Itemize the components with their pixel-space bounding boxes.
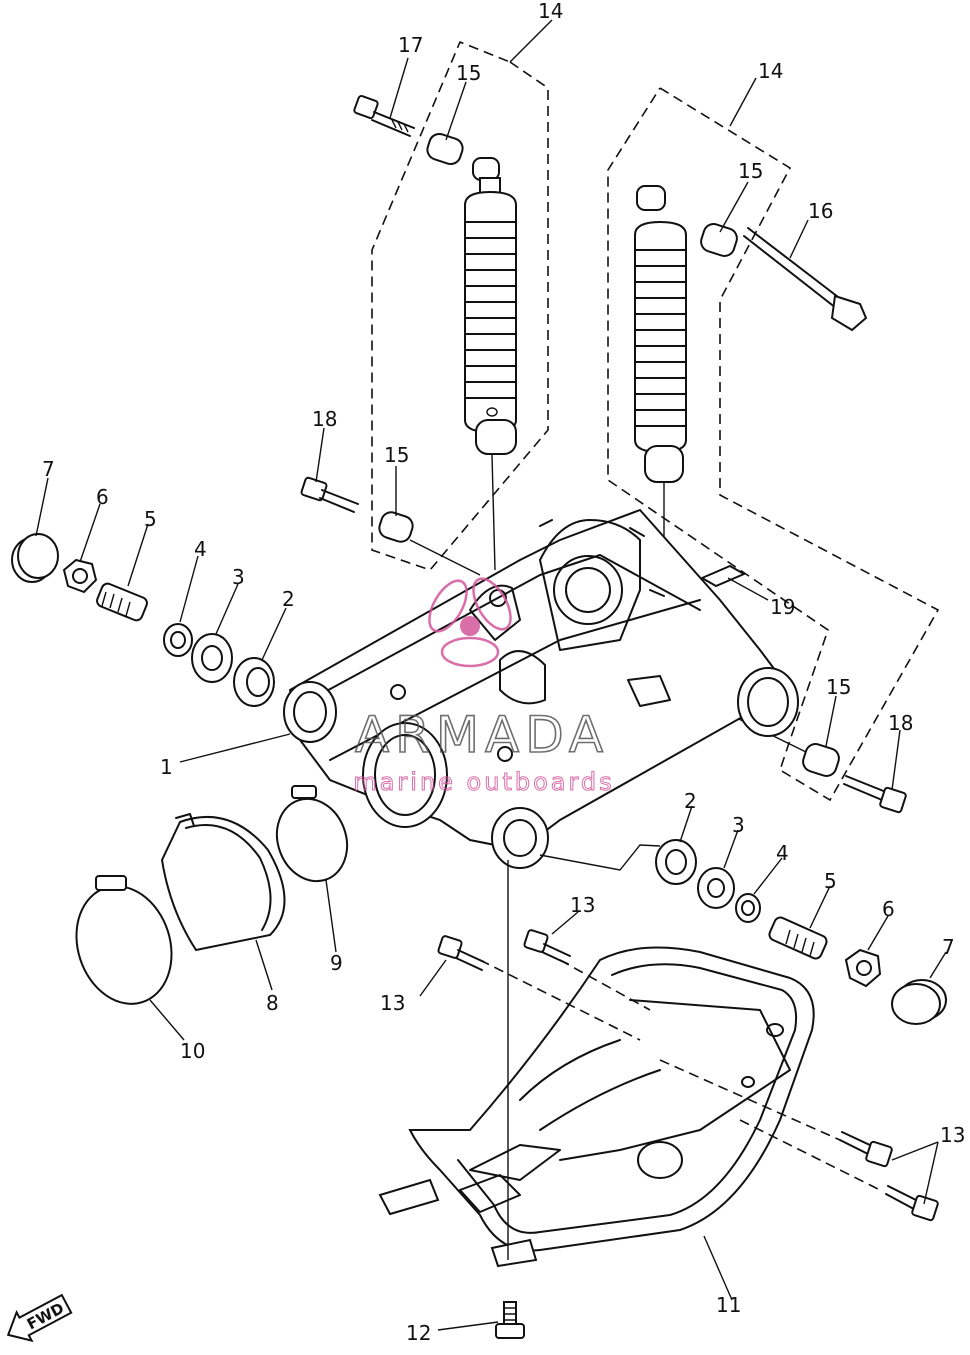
callout-5-right: 5 (824, 869, 837, 893)
bolt-18-right (843, 775, 907, 814)
callout-5-left: 5 (144, 507, 157, 531)
callout-6-left: 6 (96, 485, 109, 509)
label-19 (699, 564, 747, 588)
callout-9: 9 (330, 951, 343, 975)
alignment-lines (479, 860, 881, 1260)
rubber-boot-8 (160, 813, 286, 952)
bolt-12 (495, 1301, 525, 1339)
watermark-brand: ARMADA (355, 706, 609, 764)
callout-11: 11 (716, 1293, 741, 1317)
swingarm-1 (283, 508, 799, 869)
armada-watermark-logo: ARMADA marine outboards (353, 577, 614, 797)
callout-12: 12 (406, 1321, 431, 1345)
washer-4-left (163, 623, 193, 657)
bushing-15-mid-left (378, 511, 481, 576)
bolt-18-left (300, 476, 359, 513)
clamp-10 (75, 875, 173, 1005)
seal-3-right (697, 867, 735, 909)
fwd-direction-arrow: FWD (6, 1293, 73, 1343)
callout-2-left: 2 (282, 587, 295, 611)
callout-19: 19 (770, 595, 795, 619)
callout-4-right: 4 (776, 841, 789, 865)
shock-assembly-left-group-outline (371, 40, 549, 571)
bushing-15-top-left (426, 132, 464, 166)
clamp-9 (275, 785, 349, 883)
bolt-13-upper-left (437, 935, 485, 971)
callout-7-left: 7 (42, 457, 55, 481)
callout-17: 17 (398, 33, 423, 57)
callout-13-left: 13 (380, 991, 405, 1015)
bolt-13-upper-mid (523, 929, 571, 965)
callout-16: 16 (808, 199, 833, 223)
bearing-2-right (539, 839, 697, 885)
callout-2-right: 2 (684, 789, 697, 813)
nut-6-left (62, 558, 98, 594)
bolt-17 (353, 94, 415, 137)
callout-7-right: 7 (942, 935, 955, 959)
nut-6-right (844, 948, 882, 988)
callout-15-top-left: 15 (456, 61, 481, 85)
callout-14-left: 14 (538, 0, 563, 23)
callout-8: 8 (266, 991, 279, 1015)
shock-assembly-right-group-outline (607, 87, 940, 802)
bolt-13-right-upper (839, 1131, 893, 1168)
shock-absorber-left (464, 157, 517, 571)
callout-14-right: 14 (758, 59, 783, 83)
callout-18-right: 18 (888, 711, 913, 735)
seal-3-left (191, 633, 233, 683)
callout-6-right: 6 (882, 897, 895, 921)
bolt-16 (743, 227, 868, 332)
bushing-15-top-right (700, 223, 738, 257)
callout-13-top: 13 (570, 893, 595, 917)
cap-7-right (891, 979, 947, 1025)
pivot-shaft-5-left (96, 582, 148, 622)
callout-numbers: 14 14 17 15 15 16 18 15 7 6 5 4 3 2 19 1… (42, 0, 965, 1345)
callout-10: 10 (180, 1039, 205, 1063)
callout-3-right: 3 (732, 813, 745, 837)
bearing-2-left (233, 657, 275, 707)
cap-7-left (11, 533, 59, 583)
callout-15-right: 15 (826, 675, 851, 699)
callout-15-top-right: 15 (738, 159, 763, 183)
pivot-shaft-5-right (768, 916, 828, 960)
propeller-logo-icon (428, 577, 512, 668)
callout-15-mid-left: 15 (384, 443, 409, 467)
callout-18-left: 18 (312, 407, 337, 431)
washer-4-right (735, 893, 761, 923)
callout-1: 1 (160, 755, 173, 779)
bolt-13-right-lower (885, 1185, 939, 1222)
swingarm-guard-11 (378, 946, 815, 1268)
leader-lines (35, 19, 947, 1331)
callout-4-left: 4 (194, 537, 207, 561)
watermark-tagline: marine outboards (353, 768, 614, 796)
callout-3-left: 3 (232, 565, 245, 589)
callout-13-right: 13 (940, 1123, 965, 1147)
